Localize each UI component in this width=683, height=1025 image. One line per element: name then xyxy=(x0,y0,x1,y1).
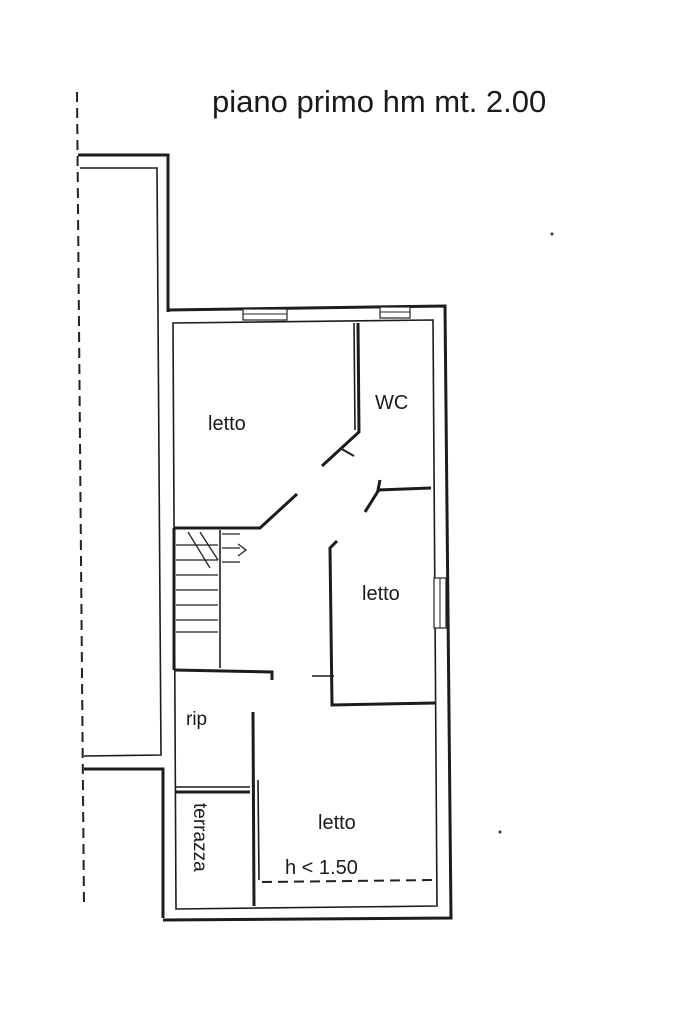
interior-walls xyxy=(172,322,437,907)
stray-dot xyxy=(498,830,502,834)
plan-title: piano primo hm mt. 2.00 xyxy=(212,84,546,119)
left-strip xyxy=(78,153,170,918)
outer-walls xyxy=(162,304,453,922)
height-note-label: h < 1.50 xyxy=(285,857,358,879)
stairs xyxy=(176,531,248,633)
room-letto-3-label: letto xyxy=(318,812,356,834)
height-limit-line xyxy=(261,879,435,883)
room-letto-2-label: letto xyxy=(362,583,400,605)
property-line xyxy=(76,91,85,909)
room-wc-label: WC xyxy=(375,392,408,414)
stray-dot xyxy=(550,232,554,236)
room-rip-label: rip xyxy=(186,709,207,730)
room-terrazza-label: terrazza xyxy=(189,803,210,872)
room-letto-1-label: letto xyxy=(208,413,246,435)
